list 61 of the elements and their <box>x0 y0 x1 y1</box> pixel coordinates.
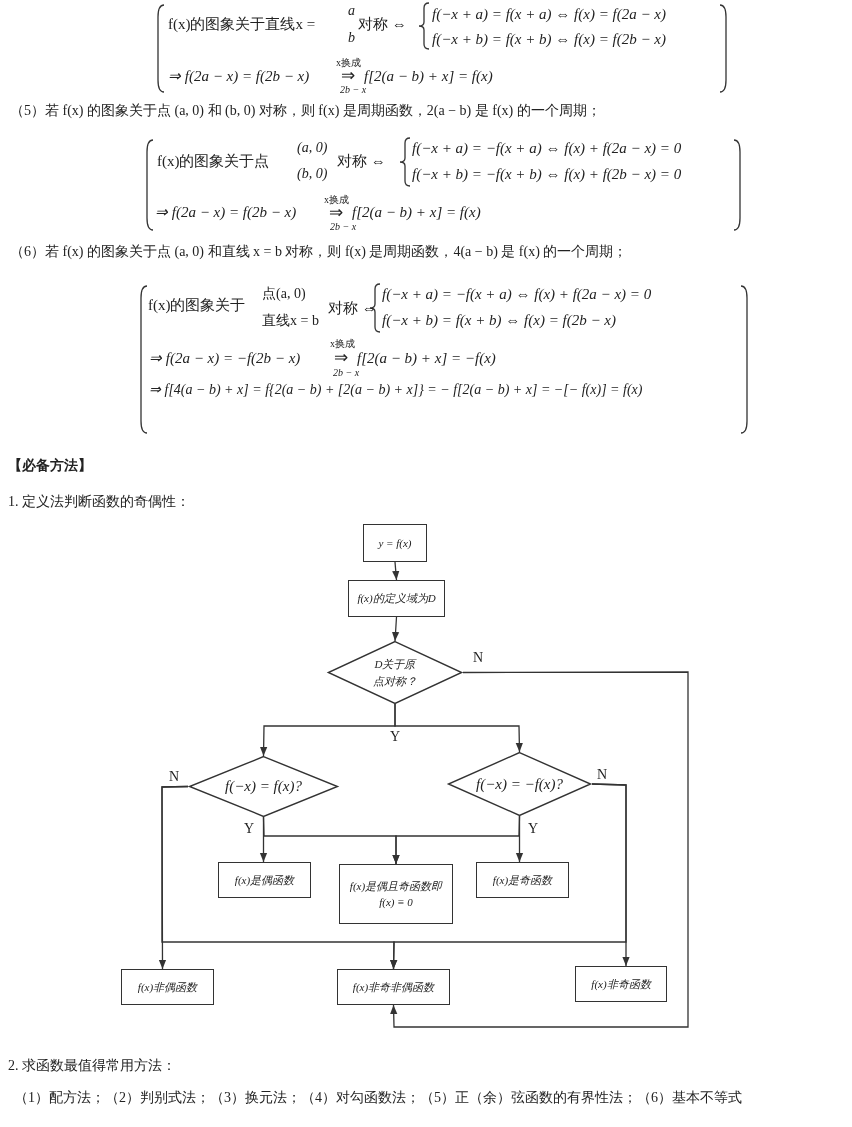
paragraph: （1）配方法；（2）判别式法；（3）换元法；（4）对勾函数法；（5）正（余）弦函数的有界性法；（6）基本不等式 <box>14 1090 742 1106</box>
formula-text: ⇒ f[4(a − b) + x] = f{2(a − b) + [2(a − b) + x]} = − f[2(a − b) + x] = −[− f(x)] = f(x) <box>149 382 643 398</box>
edge-label: N <box>596 768 609 782</box>
formula-text: f(−x + a) = −f(x + a) ⇔ f(x) + f(2a − x) = 0 <box>412 139 682 157</box>
edge-label: Y <box>243 822 256 836</box>
arrow <box>392 561 400 581</box>
decision-diamond: f(−x) = −f(x)? <box>447 752 592 816</box>
annotation-text: x换成 <box>336 56 361 68</box>
formula-text: ⇒ <box>334 348 348 368</box>
annotation-text: 2b − x <box>340 83 367 95</box>
formula-text: f[2(a − b) + x] = f(x) <box>352 203 481 221</box>
formula-text: f(−x + a) = −f(x + a) ⇔ f(x) + f(2a − x) = 0 <box>382 285 652 303</box>
annotation-text: 2b − x <box>330 220 357 232</box>
paragraph: （5）若 f(x) 的图象关于点 (a, 0) 和 (b, 0) 对称，则 f(x) 是周期函数，2(a − b) 是 f(x) 的一个周期； <box>10 103 601 119</box>
annotation-text: x换成 <box>330 337 355 349</box>
formula-text: f[2(a − b) + x] = −f(x) <box>357 349 496 367</box>
arrow <box>394 703 523 753</box>
formula-text: b <box>348 30 355 46</box>
formula-text: f(−x + b) = −f(x + b) ⇔ f(x) + f(2b − x) = 0 <box>412 165 682 183</box>
paragraph: 1. 定义法判断函数的奇偶性： <box>8 494 190 510</box>
formula-text: f(−x + b) = f(x + b) ⇔ f(x) = f(2b − x) <box>382 311 616 329</box>
formula-text: f(−x + b) = f(x + b) ⇔ f(x) = f(2b − x) <box>432 30 666 48</box>
formula-text: 对称 ⇔ <box>358 15 407 33</box>
formula-text: ⇒ f(2a − x) = f(2b − x) <box>168 67 310 85</box>
arrow <box>515 815 524 863</box>
formula-text: f(x)的图象关于直线x = <box>168 15 316 33</box>
process-box: f(x)是奇函数 <box>476 862 569 898</box>
annotation-text: 2b − x <box>333 366 360 378</box>
section-heading: 【必备方法】 <box>8 458 92 474</box>
edge-label: N <box>168 770 181 784</box>
formula-text: 对称 ⇔ <box>337 152 386 170</box>
formula-text: 点(a, 0) <box>262 286 306 302</box>
process-box: y = f(x) <box>363 524 427 562</box>
formula-text: f(x)的图象关于点 <box>157 152 270 170</box>
formula-text: (a, 0) <box>297 140 328 156</box>
decision-diamond: D关于原点对称？ <box>327 641 463 704</box>
process-box: f(x)非奇非偶函数 <box>337 969 450 1005</box>
paragraph: （6）若 f(x) 的图象关于点 (a, 0) 和直线 x = b 对称，则 f(x) 是周期函数，4(a − b) 是 f(x) 的一个周期； <box>10 244 628 260</box>
edge-label: Y <box>389 730 402 744</box>
edge-label: N <box>472 651 485 665</box>
arrow <box>391 616 400 642</box>
process-box: f(x)非偶函数 <box>121 969 214 1005</box>
process-box: f(x)是偶且奇函数即f(x) ≡ 0 <box>339 864 453 924</box>
decision-diamond: f(−x) = f(x)? <box>188 756 339 817</box>
formula-text: a <box>348 3 355 19</box>
formula-text: ⇒ f(2a − x) = −f(2b − x) <box>149 349 301 367</box>
formula-text: 对称 ⇔ <box>328 299 377 317</box>
formula-text: f[2(a − b) + x] = f(x) <box>364 67 493 85</box>
process-box: f(x)是偶函数 <box>218 862 311 898</box>
paragraph: 2. 求函数最值得常用方法： <box>8 1058 176 1074</box>
edge-label: Y <box>527 822 540 836</box>
arrow <box>390 783 627 970</box>
formula-text: ⇒ f(2a − x) = f(2b − x) <box>155 203 297 221</box>
formula-text: f(−x + a) = f(x + a) ⇔ f(x) = f(2a − x) <box>432 5 666 23</box>
annotation-text: x换成 <box>324 193 349 205</box>
process-box: f(x)的定义域为D <box>348 580 445 617</box>
formula-text: (b, 0) <box>297 166 328 182</box>
formula-text: 直线x = b <box>262 313 319 329</box>
formula-text: f(x)的图象关于 <box>148 296 246 314</box>
arrow <box>390 671 689 1028</box>
process-box: f(x)非奇函数 <box>575 966 667 1002</box>
